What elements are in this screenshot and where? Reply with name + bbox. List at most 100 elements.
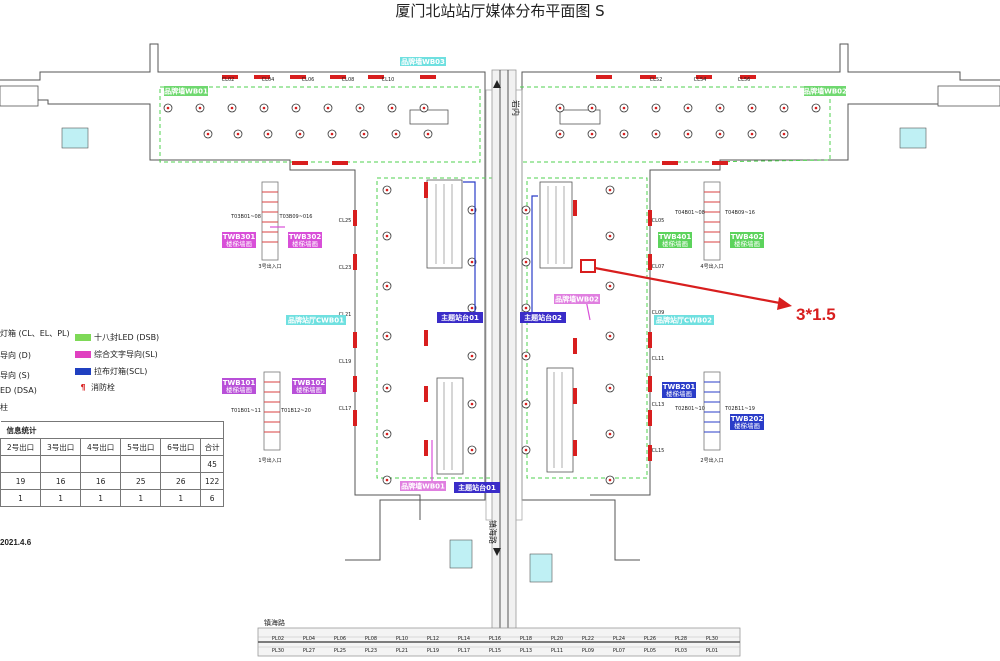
- pl-label-bottom: PL21: [396, 648, 408, 654]
- pl-label-bottom: PL11: [551, 648, 563, 654]
- horizontal-light-box: [596, 75, 612, 79]
- wall-light-boxes: [222, 75, 756, 656]
- column-dot: [470, 208, 474, 212]
- twb-label-sub: 楼梯墙画: [226, 239, 252, 248]
- pl-label-bottom: PL23: [365, 648, 377, 654]
- column-dot: [782, 106, 786, 110]
- horizontal-light-box: [640, 75, 656, 79]
- vertical-light-box: [424, 386, 428, 402]
- column-header: 3号出口: [40, 438, 82, 456]
- column-dot: [385, 234, 389, 238]
- column-dot: [385, 432, 389, 436]
- twb-label-sub: 楼梯墙画: [296, 385, 322, 394]
- fire-hydrant-icon: ¶: [80, 383, 86, 392]
- vertical-light-box: [573, 388, 577, 404]
- exit-stair-treads-blue: [704, 381, 720, 433]
- pl-label-bottom: PL03: [675, 648, 687, 654]
- brand-wall-label-bg: [804, 86, 846, 96]
- column-dot: [814, 106, 818, 110]
- theme-label-bg: [437, 312, 483, 323]
- pl-label-bottom: PL25: [334, 648, 346, 654]
- twb-label-sub: 楼梯墙画: [292, 239, 318, 248]
- pl-label-top: PL02: [272, 636, 284, 642]
- brand-wall-label: 品牌墙WB02: [803, 87, 847, 96]
- vertical-light-box: [648, 332, 652, 348]
- pl-label-bottom: PL05: [644, 648, 656, 654]
- column-dot: [590, 132, 594, 136]
- bottom-strip: 镇海路: [257, 618, 741, 657]
- column-dot: [230, 106, 234, 110]
- legend-item: 综合文字导向(SL): [75, 349, 158, 360]
- vertical-light-box: [424, 330, 428, 346]
- twb-label: TWB101: [223, 379, 256, 387]
- range-label: T04B01~08: [674, 210, 705, 216]
- column-dot: [608, 188, 612, 192]
- escalator-steps: [435, 184, 565, 470]
- column-dot: [236, 132, 240, 136]
- twb-label-bg: [288, 232, 322, 248]
- column-dot: [686, 106, 690, 110]
- column-dot: [524, 448, 528, 452]
- column-dot: [608, 334, 612, 338]
- pl-label-top: PL06: [334, 636, 346, 642]
- brand-wall-label: 品牌墙WB03: [401, 57, 445, 66]
- exit-stair-treads: [262, 191, 720, 433]
- legend-item: 柱: [0, 403, 8, 412]
- brand-hall-label: 品牌站厅CWB02: [656, 316, 712, 325]
- column-dot: [718, 132, 722, 136]
- legend-item: 灯箱 (CL、EL、PL): [0, 329, 70, 338]
- pl-label-bottom: PL17: [458, 648, 470, 654]
- column-dot: [470, 354, 474, 358]
- column-dot: [524, 260, 528, 264]
- pl-label-top: PL08: [365, 636, 377, 642]
- magenta-swatch: [75, 351, 91, 358]
- vertical-light-box: [648, 376, 652, 392]
- twb-label-bg: [658, 232, 692, 248]
- cl-label: CL54: [694, 77, 707, 83]
- twb-label-bg: [222, 232, 256, 248]
- twb-label-bg: [730, 232, 764, 248]
- cl-label: CL09: [652, 310, 665, 316]
- twb-label-sub: 楼梯墙画: [734, 421, 760, 430]
- pl-label-top: PL10: [396, 636, 408, 642]
- bottom-strip-road: 镇海路: [264, 618, 285, 627]
- column-dot: [198, 106, 202, 110]
- twb-label-bg: [222, 378, 256, 394]
- pl-label-bottom: PL30: [272, 648, 284, 654]
- twb-label: TWB401: [659, 233, 692, 241]
- column-dot: [385, 478, 389, 482]
- pl-label-top: PL20: [551, 636, 563, 642]
- column-dot: [608, 284, 612, 288]
- blue-swatch: [75, 368, 91, 375]
- column-dot: [524, 306, 528, 310]
- exit-label: 3号出入口: [258, 263, 281, 270]
- column-dot: [266, 132, 270, 136]
- escalators: [0, 85, 1000, 475]
- brand-hall-label-bg: [286, 315, 346, 325]
- column-dot: [166, 106, 170, 110]
- cl-label: CL11: [652, 356, 665, 362]
- legend-item: 十八封LED (DSB): [75, 332, 159, 343]
- callout-size-label: 3*1.5: [796, 305, 836, 324]
- cl-label: CL07: [652, 264, 665, 270]
- column-dot: [558, 132, 562, 136]
- column-dot: [782, 132, 786, 136]
- column-dot: [608, 234, 612, 238]
- range-label: T03B01~08: [230, 214, 261, 220]
- vertical-light-box: [648, 410, 652, 426]
- brand-hall-label: 品牌站厅CWB01: [288, 316, 344, 325]
- cl-label: CL15: [652, 448, 665, 454]
- column-dot: [654, 132, 658, 136]
- range-label: T03B09~016: [279, 214, 313, 220]
- column-header: 2号出口: [0, 438, 42, 456]
- column-dot: [326, 106, 330, 110]
- vertical-light-box: [353, 254, 357, 270]
- range-label: T01B12~20: [280, 408, 311, 414]
- vertical-light-box: [424, 440, 428, 456]
- range-label: T02B01~10: [674, 406, 705, 412]
- vertical-light-box: [353, 410, 357, 426]
